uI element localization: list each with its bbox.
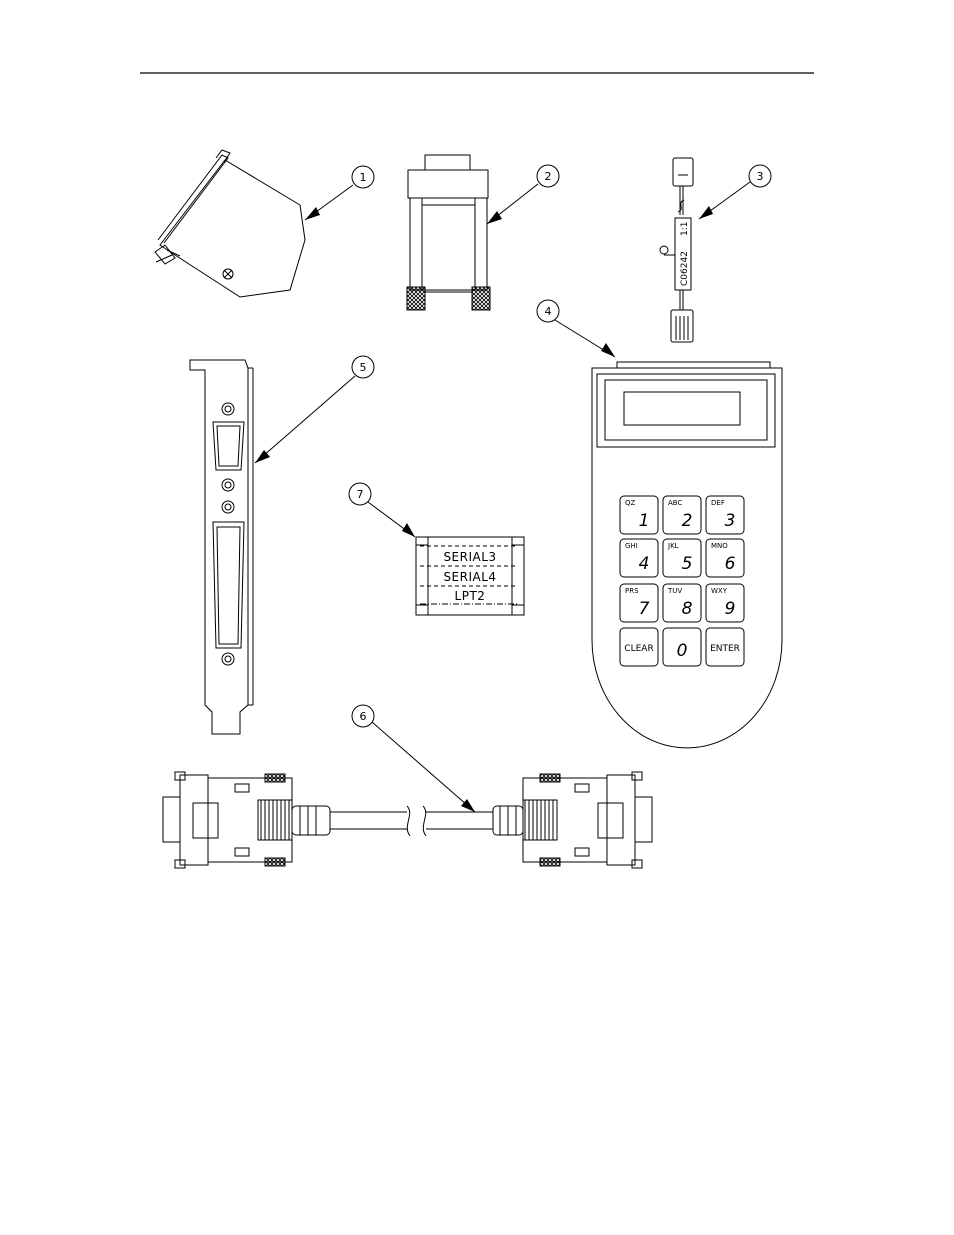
key-4-letters: GHI: [625, 542, 638, 550]
callout-6-circle: [351, 704, 375, 728]
callout-6-label: 6: [360, 710, 367, 723]
callout-3-label: 3: [757, 170, 764, 183]
key-3-button[interactable]: [705, 495, 745, 535]
enter-key-button[interactable]: [705, 627, 745, 667]
key-4-button[interactable]: [619, 538, 659, 578]
db25-port-icon: [212, 521, 245, 649]
key-8-digit: 8: [682, 599, 693, 619]
key-1-button[interactable]: [619, 495, 659, 535]
key-8-button[interactable]: [662, 583, 702, 623]
callout-leaders: [254, 181, 751, 813]
item-2-adapter: [406, 154, 491, 311]
enter-key-label: ENTER: [710, 644, 740, 654]
callout-1-circle: [351, 165, 375, 189]
callout-2-label: 2: [545, 170, 552, 183]
key-7-digit: 7: [639, 599, 650, 619]
port-label-line-2: SERIAL4: [443, 570, 496, 584]
key-2-digit: 2: [682, 511, 693, 531]
item-6-serial-cable: [162, 771, 653, 869]
port-label-line-3: LPT2: [455, 589, 486, 603]
key-9-button[interactable]: [705, 583, 745, 623]
key-6-letters: MNO: [711, 542, 728, 550]
clear-key-label: CLEAR: [624, 644, 653, 654]
key-9-letters: WXY: [711, 587, 728, 595]
cable-part-number: C06242: [680, 251, 690, 286]
key-8-letters: TUV: [667, 587, 682, 595]
key-7-letters: PRS: [625, 587, 639, 595]
key-1-letters: QZ: [625, 499, 636, 507]
key-3-letters: DEF: [711, 499, 725, 507]
callout-5-circle: [351, 355, 375, 379]
cable-ratio: 1:1: [680, 222, 690, 236]
callout-5-label: 5: [360, 361, 367, 374]
item-4-keypad-terminal: [591, 361, 783, 749]
port-label-line-1: SERIAL3: [443, 550, 496, 564]
callout-1-label: 1: [360, 171, 367, 184]
key-6-digit: 6: [725, 554, 736, 574]
key-4-digit: 4: [639, 554, 650, 574]
zero-key-label: 0: [677, 641, 688, 661]
key-1-digit: 1: [639, 511, 650, 531]
key-5-letters: JKL: [667, 542, 679, 550]
callout-7-circle: [348, 482, 372, 506]
item-3-modular-cable: C06242 1:1: [659, 157, 694, 343]
key-5-digit: 5: [682, 554, 693, 574]
item-1-connector-hood: [154, 149, 306, 298]
lcd-display: [623, 391, 741, 426]
key-6-button[interactable]: [705, 538, 745, 578]
key-7-button[interactable]: [619, 583, 659, 623]
key-9-digit: 9: [725, 599, 736, 619]
key-2-button[interactable]: [662, 495, 702, 535]
screw-icon: [222, 268, 234, 280]
key-5-button[interactable]: [662, 538, 702, 578]
item-5-port-bracket: [189, 359, 254, 735]
key-3-digit: 3: [725, 511, 736, 531]
key-2-letters: ABC: [668, 499, 682, 507]
item-7-port-label: [415, 536, 525, 616]
clear-key-button[interactable]: [619, 627, 659, 667]
callout-3-circle: [748, 164, 772, 188]
callout-4-label: 4: [545, 305, 552, 318]
callout-7-label: 7: [357, 488, 364, 501]
callout-2-circle: [536, 164, 560, 188]
db9-port-icon: [212, 421, 245, 471]
zero-key-button[interactable]: [662, 627, 702, 667]
callout-4-circle: [536, 299, 560, 323]
